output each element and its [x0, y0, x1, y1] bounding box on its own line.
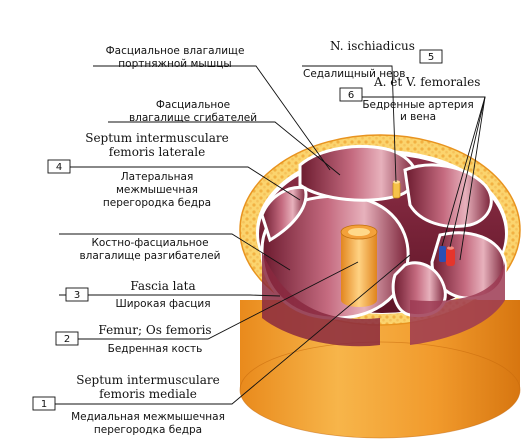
badge-6-number: 6 — [348, 90, 354, 101]
label-sartorius-line2: портняжной мышцы — [118, 58, 231, 70]
badge-1 — [32, 396, 56, 411]
badge-3-number: 3 — [74, 290, 80, 301]
flexor-compartment-upper — [403, 163, 493, 228]
label-femoral-ru-line2: и вена — [400, 111, 436, 123]
badge-6 — [339, 87, 363, 102]
label-fascia-latin: Fascia lata — [130, 279, 195, 293]
label-femoral-ru-line1: Бедренные артерия — [362, 99, 473, 111]
label-sartorius-line1: Фасциальное влагалище — [106, 45, 245, 57]
label-extensor-line1: Костно-фасциальное — [91, 237, 208, 249]
label-flexor-line1: Фасциальное — [156, 99, 230, 111]
sciatic-nerve-top — [393, 180, 400, 184]
label-femoral-latin: A. et V. femorales — [373, 75, 480, 89]
badge-3 — [65, 287, 89, 302]
femoral-vein — [439, 246, 446, 262]
label-septum-lat-ru-1: Латеральная — [121, 171, 194, 183]
label-septum-lat-latin-1: Septum intermusculare — [85, 131, 229, 145]
badge-4 — [47, 159, 71, 174]
badge-5-number: 5 — [428, 52, 434, 63]
badge-2 — [55, 331, 79, 346]
femoral-artery — [446, 248, 455, 266]
leader-lines — [48, 65, 486, 405]
sciatic-nerve — [392, 181, 401, 199]
label-extensor-line2: влагалище разгибателей — [79, 250, 220, 262]
femur-shaft — [341, 232, 377, 307]
label-sciatic-latin: N. ischiadicus — [330, 39, 415, 53]
badge-1-number: 1 — [41, 399, 47, 410]
label-femur-ru: Бедренная кость — [108, 343, 203, 355]
label-septum-lat-ru-3: перегородка бедра — [103, 197, 211, 209]
femoral-artery-lumen — [447, 246, 454, 250]
label-fascia-ru: Широкая фасция — [115, 298, 210, 310]
badge-5 — [419, 49, 443, 64]
label-sciatic-ru: Седалищный нерв — [303, 68, 405, 80]
lateral-compartment — [260, 185, 308, 243]
label-septum-med-latin-2: femoris mediale — [99, 387, 197, 401]
muscle-column-walls — [262, 252, 380, 347]
badge-4-number: 4 — [56, 162, 62, 173]
label-flexor-line2: влагалище сгибателей — [129, 112, 257, 124]
muscle-column-walls-right — [410, 262, 505, 345]
femur-medullary-cavity — [348, 228, 370, 236]
label-femur-latin: Femur; Os femoris — [98, 323, 211, 337]
label-septum-med-latin-1: Septum intermusculare — [76, 373, 220, 387]
label-septum-lat-ru-2: межмышечная — [116, 184, 198, 196]
badge-2-number: 2 — [64, 334, 70, 345]
label-septum-lat-latin-2: femoris laterale — [109, 145, 205, 159]
label-septum-med-ru-1: Медиальная межмышечная — [71, 411, 225, 423]
label-septum-med-ru-2: перегородка бедра — [94, 424, 202, 436]
